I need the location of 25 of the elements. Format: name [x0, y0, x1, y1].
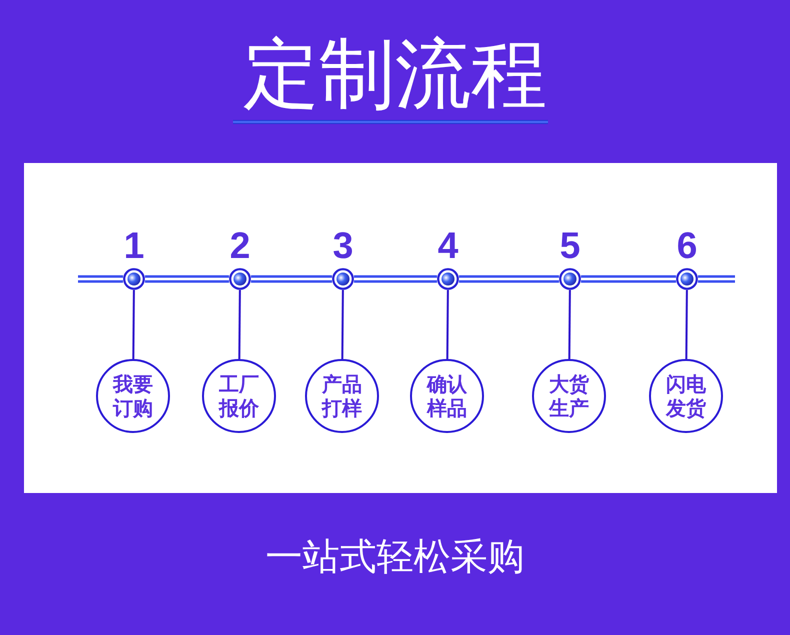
connector-line	[568, 290, 571, 360]
timeline-line	[458, 275, 560, 283]
connector-line	[446, 290, 449, 360]
step-label: 大货生产	[548, 372, 590, 420]
timeline-line	[144, 275, 230, 283]
timeline-line	[352, 275, 438, 283]
title: 定制流程	[243, 34, 547, 114]
step-number: 3	[332, 227, 354, 265]
connector-line	[685, 290, 688, 360]
timeline-line	[580, 275, 678, 283]
step-number: 5	[560, 227, 580, 265]
step-number: 4	[438, 227, 458, 265]
connector-line	[341, 290, 344, 360]
connector-line	[238, 290, 241, 360]
step-label: 确认样品	[426, 372, 468, 420]
step-label: 工厂报价	[218, 372, 260, 420]
step-label: 闪电发货	[666, 372, 706, 420]
step-number: 1	[124, 227, 144, 265]
timeline-line	[250, 275, 334, 283]
step-label: 产品打样	[322, 372, 362, 420]
connector-line	[132, 290, 135, 360]
step-label: 我要订购	[112, 372, 154, 420]
step-number: 2	[230, 227, 250, 265]
step-number: 6	[676, 227, 698, 265]
slogan: 一站式轻松采购	[266, 536, 524, 577]
